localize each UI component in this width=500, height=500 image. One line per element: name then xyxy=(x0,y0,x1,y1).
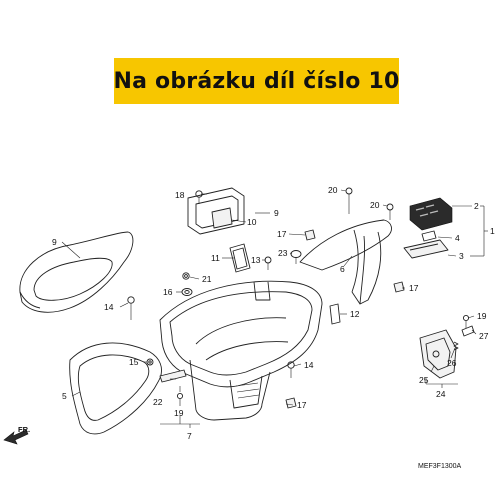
part-2-lamp-housing xyxy=(409,197,453,231)
part-5-lower-side-cover xyxy=(69,342,162,435)
label-22: 22 xyxy=(153,397,163,407)
label-26: 26 xyxy=(447,358,457,368)
part-17-clip-upper xyxy=(304,229,316,241)
label-7: 7 xyxy=(187,431,192,441)
label-10: 10 xyxy=(247,217,257,227)
front-direction-arrow: FR. xyxy=(3,425,30,445)
label-15: 15 xyxy=(129,357,139,367)
part-number-labels: 9 18 9 10 11 13 21 16 14 15 5 22 19 7 14… xyxy=(52,185,495,441)
label-13: 13 xyxy=(251,255,261,265)
label-20-right: 20 xyxy=(370,200,380,210)
part-17-clip-right xyxy=(393,281,405,293)
label-9: 9 xyxy=(274,208,279,218)
leader-lines xyxy=(61,189,488,428)
banner-text: Na obrázku díl číslo 10 xyxy=(113,68,400,94)
label-19-right: 19 xyxy=(477,311,487,321)
part-16-grommet xyxy=(181,288,193,296)
label-3: 3 xyxy=(459,251,464,261)
part-25-switch-assembly xyxy=(419,329,457,379)
part-20-bolt-right xyxy=(386,203,394,220)
label-8: 9 xyxy=(52,237,57,247)
part-17-clip-bottom xyxy=(285,397,297,409)
part-10-plate xyxy=(211,207,233,229)
label-4: 4 xyxy=(455,233,460,243)
part-13-bolt xyxy=(264,256,272,270)
part-3-lens xyxy=(403,239,449,259)
part-22-stay xyxy=(159,369,187,383)
part-27-pin xyxy=(461,325,475,337)
part-number-banner: Na obrázku díl číslo 10 xyxy=(114,58,399,104)
label-14-right: 14 xyxy=(304,360,314,370)
label-12: 12 xyxy=(350,309,360,319)
part-7-luggage-box xyxy=(159,280,323,421)
part-23-grommet xyxy=(290,250,302,264)
label-17-upper: 17 xyxy=(277,229,287,239)
label-19-bottom: 19 xyxy=(174,408,184,418)
label-5: 5 xyxy=(62,391,67,401)
label-14-left: 14 xyxy=(104,302,114,312)
direction-label: FR. xyxy=(18,425,30,434)
part-20-bolt-top xyxy=(345,187,353,214)
label-1: 1 xyxy=(490,226,495,236)
label-20-top: 20 xyxy=(328,185,338,195)
label-6: 6 xyxy=(340,264,345,274)
part-11-lid xyxy=(229,243,251,273)
label-2: 2 xyxy=(474,201,479,211)
part-14-screw-right xyxy=(287,361,295,378)
label-11: 11 xyxy=(211,253,220,263)
label-21: 21 xyxy=(202,274,212,284)
label-23: 23 xyxy=(278,248,288,258)
part-12-clip xyxy=(329,303,341,325)
part-26-spring xyxy=(453,341,459,351)
part-19-screw-right xyxy=(462,314,470,328)
part-8-seat-cushion xyxy=(19,231,134,313)
part-4-bulb xyxy=(421,230,437,242)
part-18-screw xyxy=(195,190,203,204)
part-21-nut xyxy=(182,272,190,280)
part-9-bracket xyxy=(187,187,245,235)
label-25: 25 xyxy=(419,375,429,385)
label-17-bottom: 17 xyxy=(297,400,307,410)
diagram-code: MEF3F1300A xyxy=(418,463,462,470)
label-16: 16 xyxy=(163,287,173,297)
label-24: 24 xyxy=(436,389,446,399)
arrow-icon xyxy=(3,429,29,445)
part-14-screw-left xyxy=(127,296,135,320)
label-17-right: 17 xyxy=(409,283,419,293)
label-27: 27 xyxy=(479,331,489,341)
label-18: 18 xyxy=(175,190,185,200)
part-15-washer xyxy=(146,358,154,366)
part-19-screw-bottom xyxy=(176,392,184,406)
